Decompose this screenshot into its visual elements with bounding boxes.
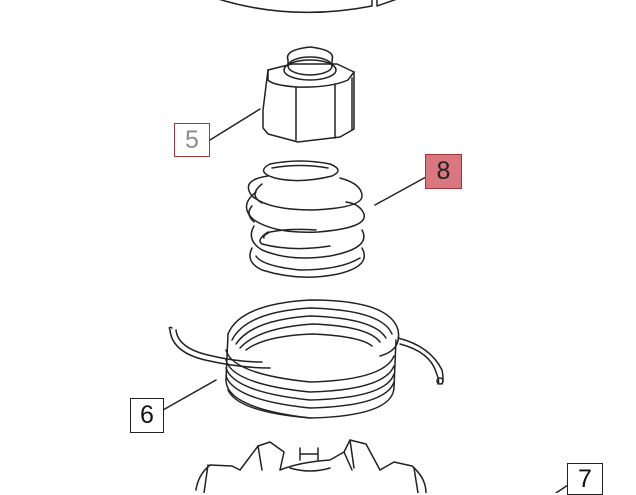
callout-part-8[interactable]: 8 — [425, 154, 462, 189]
spool-hub[interactable] — [195, 439, 427, 493]
top-housing-part — [219, 0, 397, 14]
leader-line-5 — [209, 108, 261, 141]
coiled-cord[interactable] — [168, 299, 444, 419]
leader-line-6 — [162, 379, 217, 411]
hex-nut[interactable] — [262, 46, 355, 143]
leader-line-8 — [374, 176, 427, 206]
callout-part-6[interactable]: 6 — [130, 398, 164, 433]
conical-spring[interactable] — [245, 160, 365, 278]
callout-part-5[interactable]: 5 — [174, 123, 210, 157]
callout-part-7[interactable]: 7 — [567, 463, 603, 495]
